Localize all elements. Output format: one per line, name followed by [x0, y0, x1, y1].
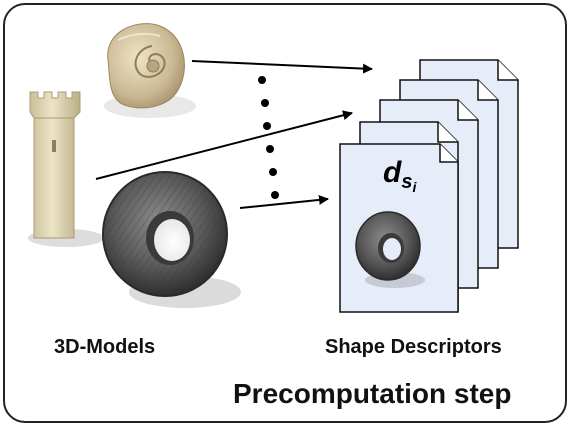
- document-stack-icon: [339, 59, 519, 313]
- castle-tower-icon: [28, 91, 104, 247]
- ammonite-shell-icon: [104, 23, 196, 118]
- step-label: Precomputation step: [233, 378, 512, 409]
- descriptors-label: Shape Descriptors: [325, 336, 502, 358]
- diagram-frame: [3, 3, 567, 423]
- descriptor-symbol: dsi: [383, 156, 417, 195]
- tire-icon: [102, 171, 241, 308]
- models-label: 3D-Models: [54, 336, 156, 358]
- descriptor-tire-icon: [355, 211, 425, 288]
- arrow-icon: [95, 60, 373, 209]
- ellipsis-dots: [258, 76, 279, 199]
